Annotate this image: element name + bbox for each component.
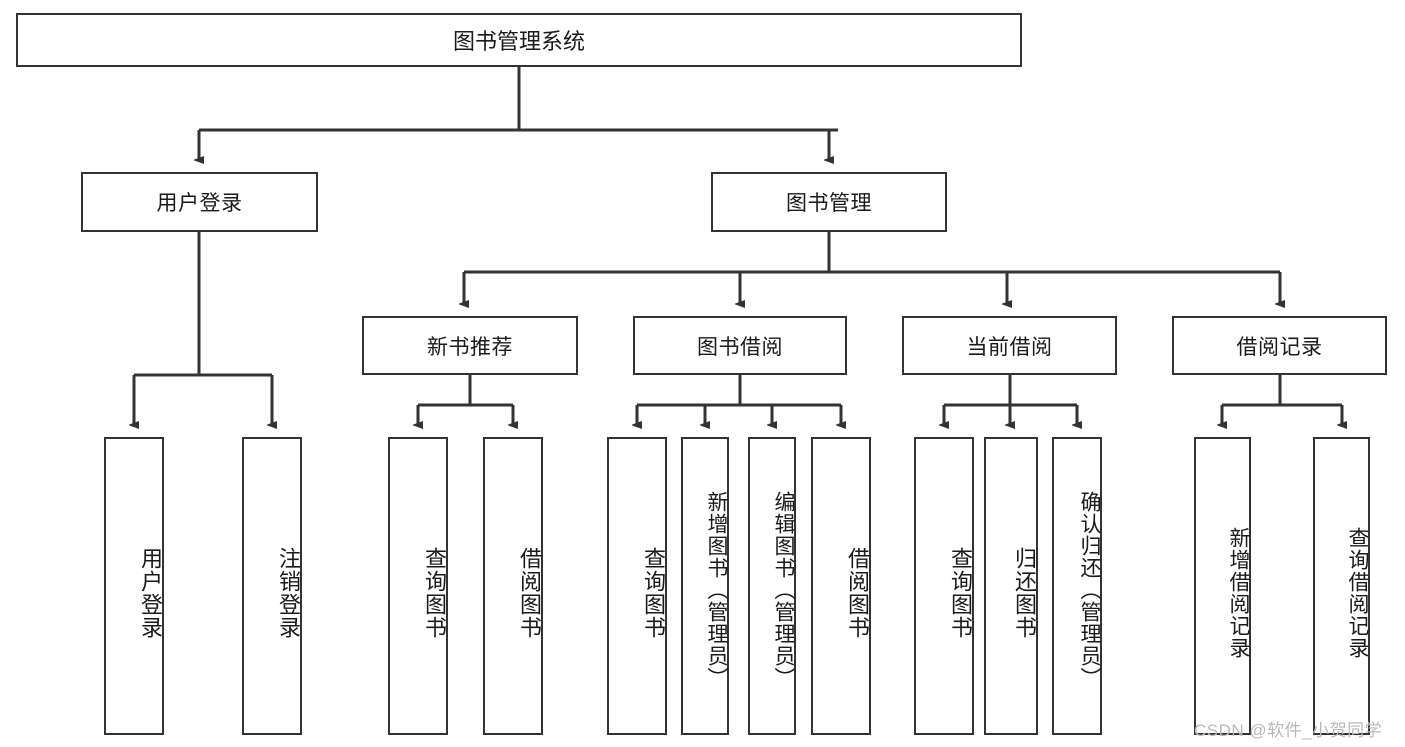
node-label: 当前借阅 <box>966 335 1053 359</box>
leaf-return-book[interactable]: 归还图书 <box>984 437 1038 735</box>
leaf-add-borrow-record[interactable]: 新增借阅记录 <box>1194 437 1251 735</box>
node-label: 图书管理系统 <box>452 29 585 54</box>
leaf-query-book-recommend[interactable]: 查询图书 <box>388 437 448 735</box>
node-label: 查询图书 <box>422 547 447 639</box>
node-current-borrow[interactable]: 当前借阅 <box>902 316 1117 375</box>
leaf-query-borrow-record[interactable]: 查询借阅记录 <box>1313 437 1370 735</box>
leaf-query-book-current[interactable]: 查询图书 <box>914 437 974 735</box>
node-book-management[interactable]: 图书管理 <box>711 172 947 232</box>
leaf-user-login[interactable]: 用户登录 <box>104 437 164 735</box>
node-label: 查询借阅记录 <box>1346 527 1369 659</box>
node-label: 查询图书 <box>948 547 973 639</box>
node-label: 确认归还（管理员） <box>1078 491 1101 689</box>
node-label: 用户登录 <box>138 547 163 639</box>
node-new-book-recommend[interactable]: 新书推荐 <box>362 316 578 375</box>
node-label: 新增图书（管理员） <box>705 491 728 689</box>
leaf-borrow-book[interactable]: 借阅图书 <box>811 437 871 735</box>
leaf-query-book-borrow[interactable]: 查询图书 <box>607 437 667 735</box>
leaf-borrow-book-recommend[interactable]: 借阅图书 <box>483 437 543 735</box>
node-label: 注销登录 <box>276 547 301 639</box>
csdn-watermark: CSDN @软件_小贺同学 <box>1194 721 1383 740</box>
node-label: 编辑图书（管理员） <box>772 491 795 689</box>
node-label: 借阅图书 <box>517 547 542 639</box>
leaf-add-book-admin[interactable]: 新增图书（管理员） <box>681 437 729 735</box>
leaf-confirm-return-admin[interactable]: 确认归还（管理员） <box>1052 437 1102 735</box>
node-root-book-management-system[interactable]: 图书管理系统 <box>16 13 1022 67</box>
node-label: 查询图书 <box>641 547 666 639</box>
leaf-edit-book-admin[interactable]: 编辑图书（管理员） <box>748 437 796 735</box>
node-label: 归还图书 <box>1012 547 1037 639</box>
node-label: 借阅记录 <box>1236 335 1323 359</box>
node-user-login[interactable]: 用户登录 <box>81 172 318 232</box>
node-book-borrow[interactable]: 图书借阅 <box>633 316 847 375</box>
node-label: 图书借阅 <box>697 335 783 359</box>
node-label: 用户登录 <box>156 192 243 215</box>
node-borrow-record[interactable]: 借阅记录 <box>1172 316 1387 375</box>
node-label: 图书管理 <box>786 192 872 215</box>
node-label: 新增借阅记录 <box>1227 527 1250 659</box>
node-label: 借阅图书 <box>845 547 870 639</box>
node-label: 新书推荐 <box>427 335 513 359</box>
leaf-logout-login[interactable]: 注销登录 <box>242 437 302 735</box>
